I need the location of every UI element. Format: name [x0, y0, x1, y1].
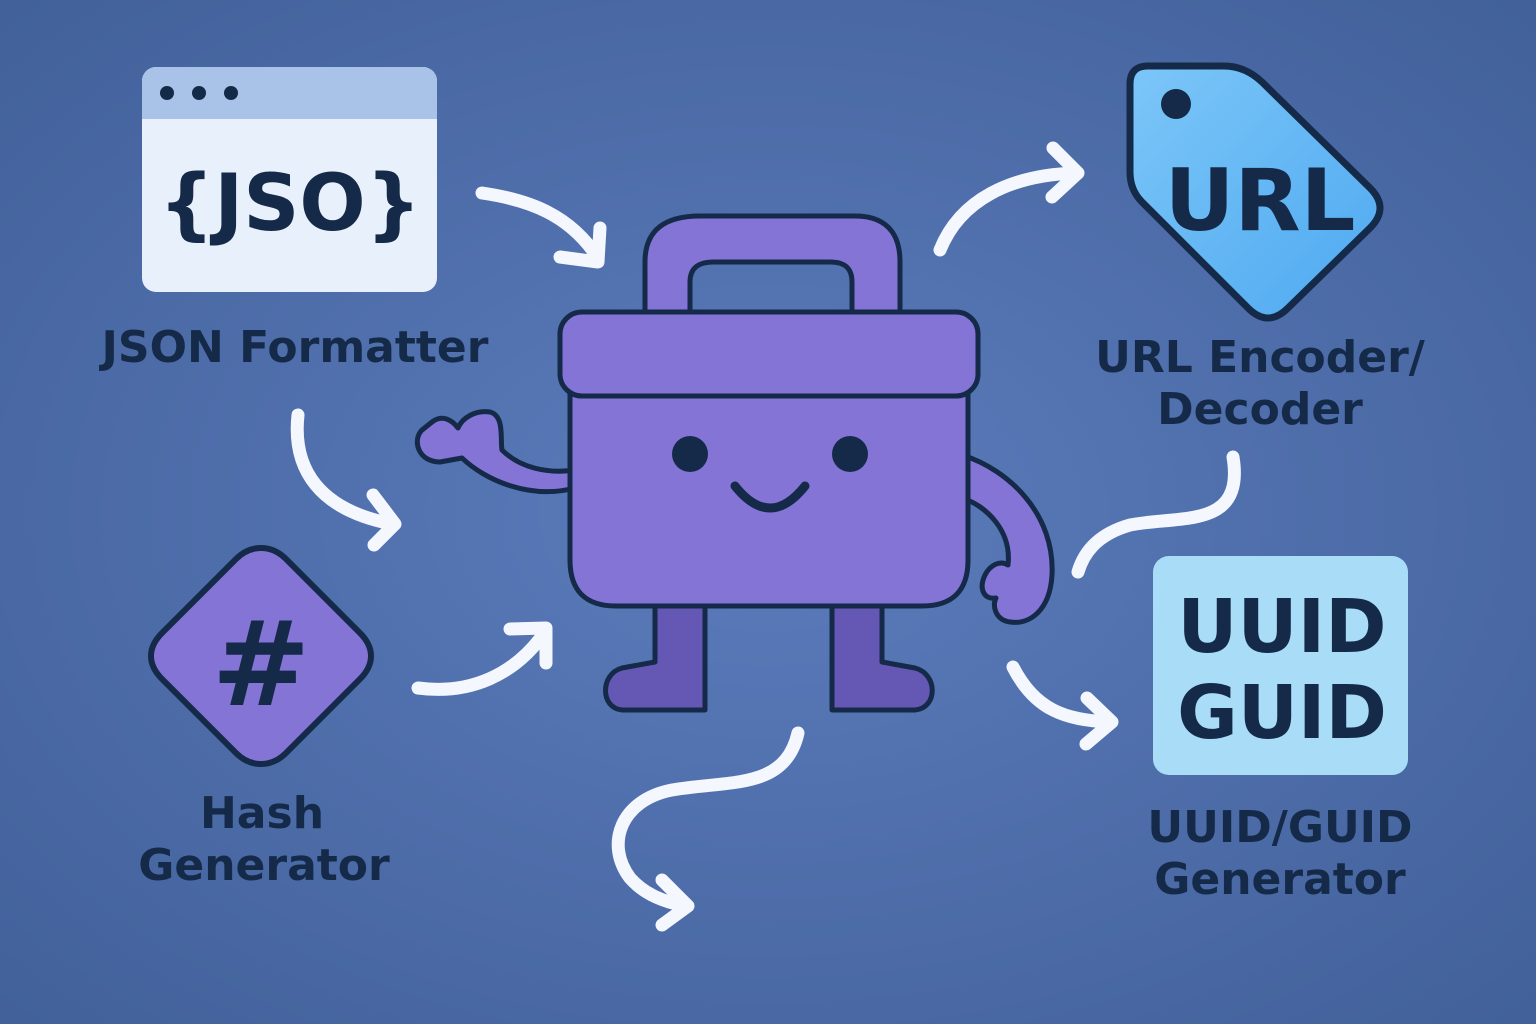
url-icon-text: URL [1165, 151, 1356, 251]
tag-hole [1161, 89, 1191, 119]
uuid-icon-line2: GUID [1177, 670, 1387, 756]
hash-icon-text: # [212, 595, 311, 733]
url-label-line2: Decoder [1157, 384, 1363, 435]
mascot-left-eye [672, 436, 708, 472]
uuid-label-line1: UUID/GUID [1147, 802, 1412, 853]
hash-label-line2: Generator [138, 840, 390, 891]
mascot-right-eye [832, 436, 868, 472]
mascot-body [570, 380, 968, 606]
url-label-line1: URL Encoder/ [1095, 332, 1426, 383]
uuid-generator-tool: UUID GUID UUID/GUID Generator [1147, 556, 1412, 905]
mascot-lid [560, 312, 978, 396]
uuid-icon-line1: UUID [1177, 584, 1386, 670]
json-formatter-tool: {JSO} JSON Formatter [99, 67, 489, 373]
json-formatter-label: JSON Formatter [99, 322, 489, 373]
uuid-label-line2: Generator [1154, 854, 1406, 905]
hash-label-line1: Hash [200, 788, 324, 839]
json-icon-text: {JSO} [159, 159, 422, 249]
